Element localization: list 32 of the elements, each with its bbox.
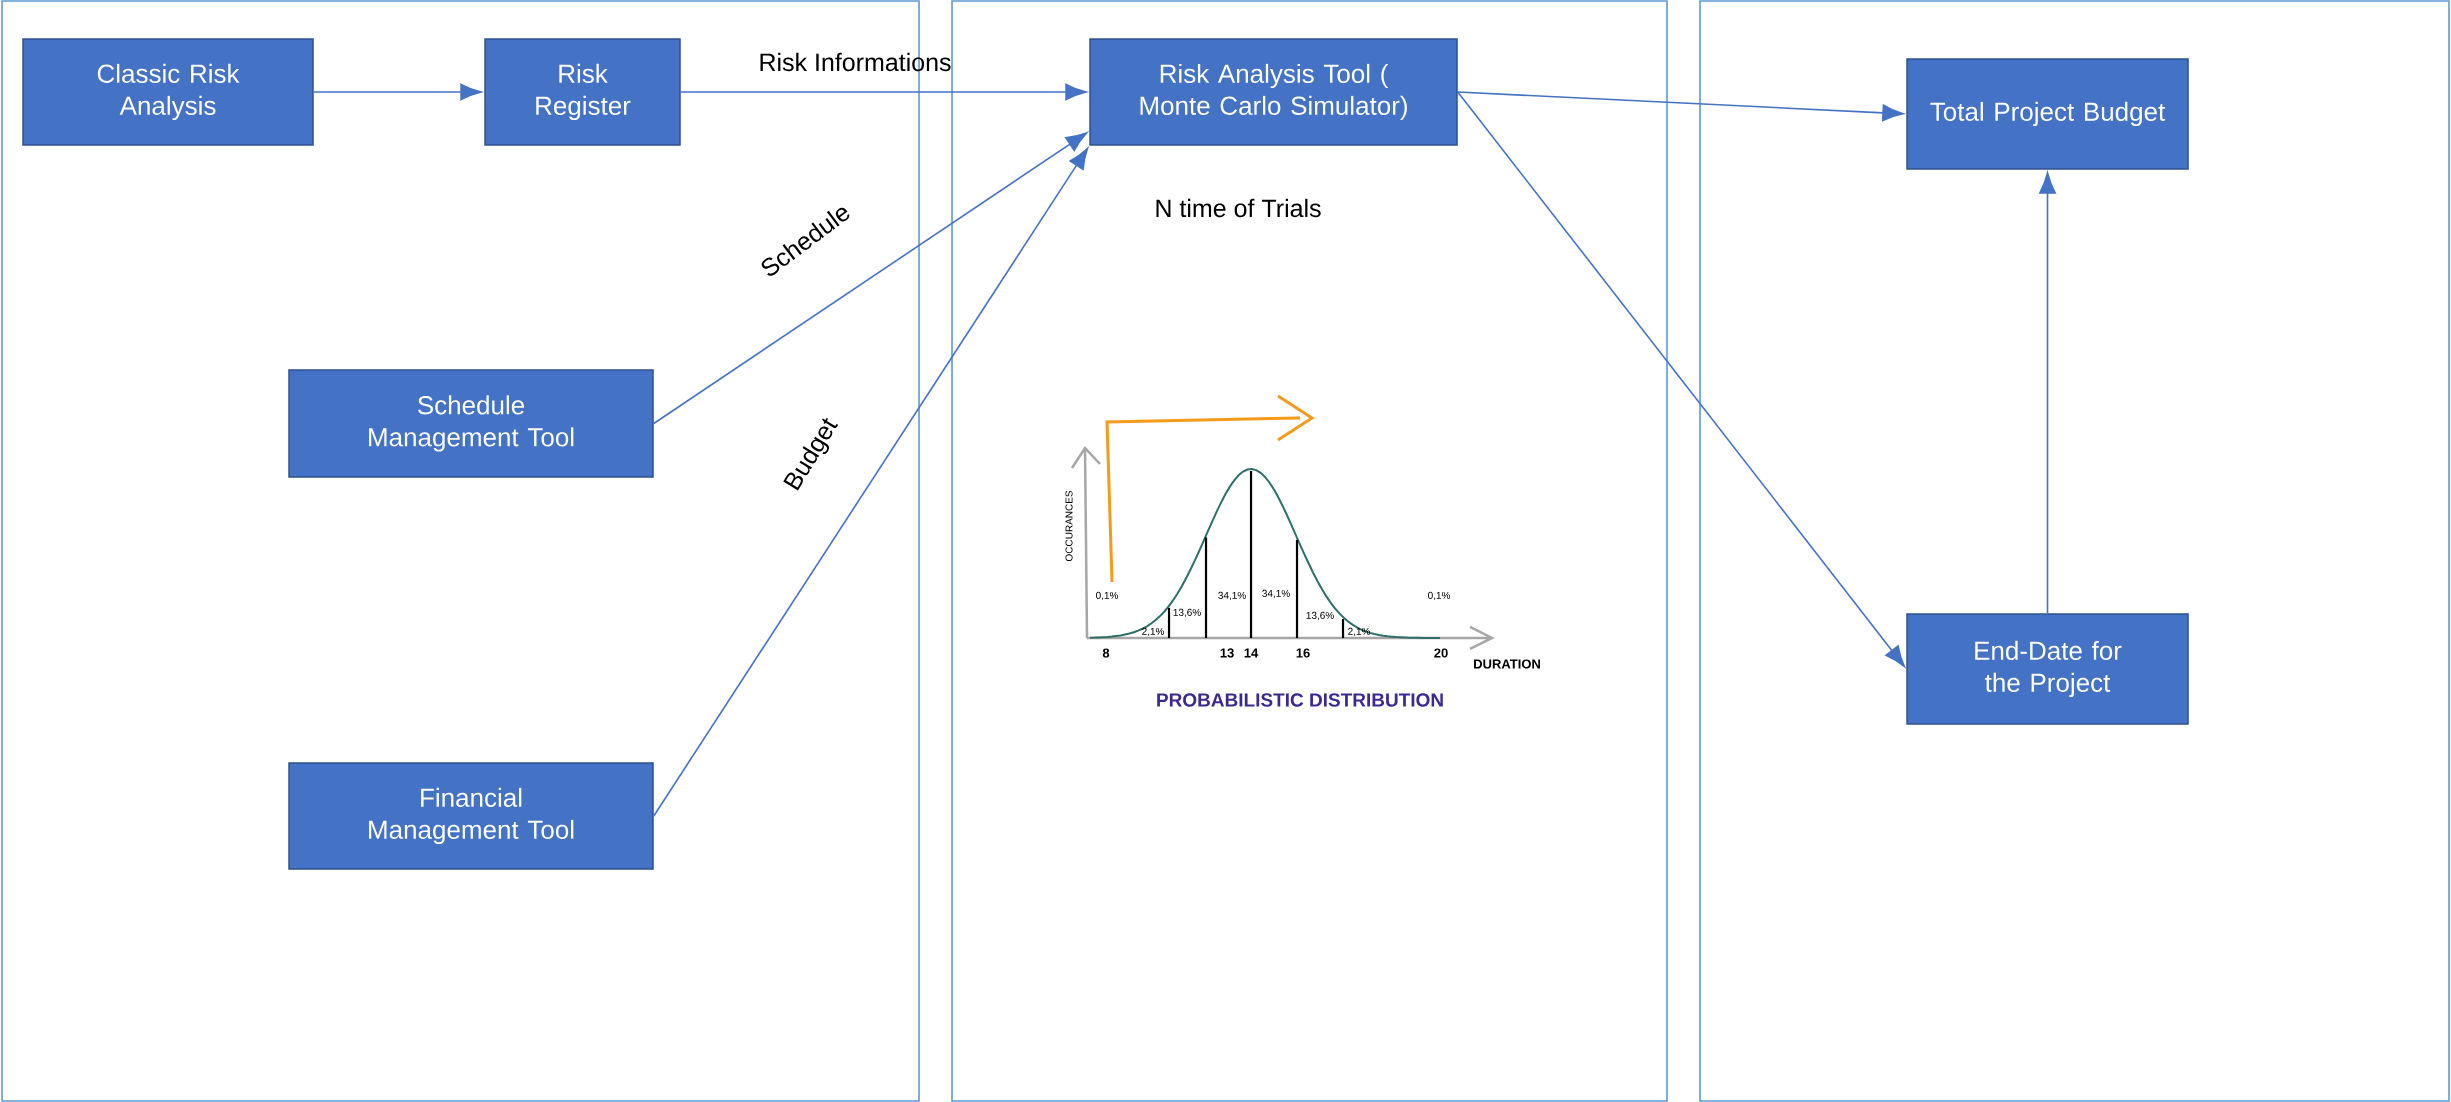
- tick-label: 13: [1220, 648, 1234, 658]
- arrow: [2039, 172, 2056, 615]
- percent-label: 34,1%: [1218, 591, 1246, 601]
- percent-label: 2,1%: [1142, 627, 1165, 637]
- tick-label: 14: [1244, 648, 1259, 658]
- arrow: [1456, 91, 1906, 668]
- tick-label: 16: [1296, 648, 1310, 658]
- process-box: Total Project Budget: [1906, 58, 2189, 170]
- process-box: Risk Analysis Tool ( Monte Carlo Simulator): [1089, 38, 1458, 146]
- tick-label: 20: [1434, 648, 1448, 658]
- percent-label: 34,1%: [1262, 589, 1290, 599]
- axis-label: OCCURANCES: [1065, 490, 1073, 562]
- percent-label: 13,6%: [1173, 608, 1201, 618]
- process-box: Schedule Management Tool: [288, 369, 654, 478]
- percent-label: 13,6%: [1306, 611, 1334, 621]
- percent-label: 0,1%: [1428, 591, 1451, 601]
- note-text: N time of Trials: [1156, 198, 1321, 218]
- arrow: [679, 83, 1087, 101]
- process-box: Classic Risk Analysis: [22, 38, 314, 146]
- arrow: [652, 132, 1088, 425]
- tick-label: 8: [1102, 648, 1110, 658]
- process-box: Risk Register: [484, 38, 681, 146]
- process-box: Financial Management Tool: [288, 762, 654, 870]
- chart-title: PROBABILISTIC DISTRIBUTION: [1157, 693, 1443, 707]
- tick-label: DURATION: [1474, 659, 1540, 669]
- arrow: [1456, 91, 1904, 122]
- percent-label: 0,1%: [1096, 591, 1119, 601]
- arrow: [312, 83, 482, 101]
- arrow: [652, 147, 1089, 817]
- edge-label: Risk Informations: [760, 52, 951, 72]
- percent-label: 2,1%: [1348, 627, 1371, 637]
- process-box: End-Date for the Project: [1906, 613, 2189, 725]
